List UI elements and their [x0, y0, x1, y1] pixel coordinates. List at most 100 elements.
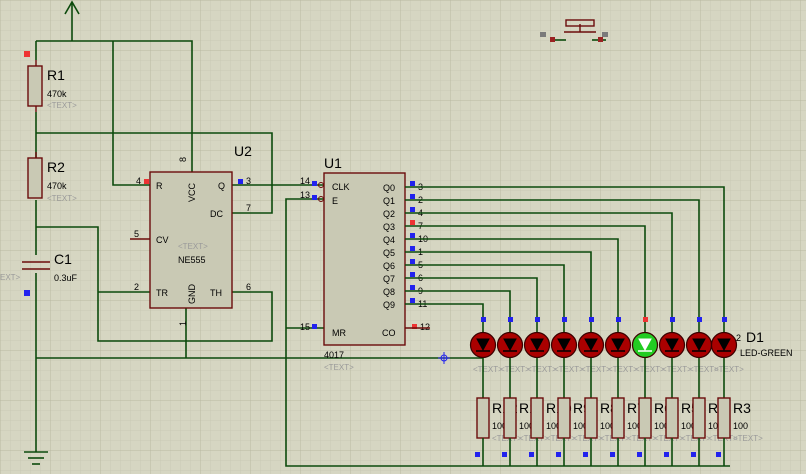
u1-pin-num-13: 13 [300, 190, 310, 200]
u2-pin-vcc: VCC [187, 182, 197, 202]
u2-pin-q: Q [218, 181, 225, 191]
u1-part: 4017 [324, 350, 344, 360]
led-pin-marker [697, 317, 702, 322]
led-segment[interactable]: <TEXT> [469, 331, 504, 375]
led-segment[interactable]: <TEXT> [496, 331, 531, 375]
r2-ref: R2 [47, 159, 65, 175]
led-text: <TEXT> [608, 365, 638, 374]
u1-output-label: Q0 [383, 183, 395, 193]
ic-u2-ne555[interactable]: U2 <TEXT> NE555 R Q DC CV TR TH VCC GND … [134, 143, 252, 326]
resistor-pin-marker [691, 452, 696, 457]
u1-output-pin-marker [410, 181, 415, 186]
resistor-pin-marker [556, 452, 561, 457]
u2-pin-tr: TR [156, 288, 168, 298]
u1-pin-num-15: 15 [300, 322, 310, 332]
resistor-ref: R3 [733, 400, 751, 416]
u1-output-label: Q2 [383, 209, 395, 219]
u1-output-label: Q3 [383, 222, 395, 232]
resistor-r2[interactable]: R2 470k <TEXT> [27, 152, 77, 203]
resistor-pin-marker [716, 452, 721, 457]
u1-output-pin-marker [410, 298, 415, 303]
u2-part: NE555 [178, 255, 206, 265]
led-segment[interactable]: <TEXT> [710, 331, 745, 375]
u1-text: <TEXT> [324, 363, 354, 372]
u2-pin-cv: CV [156, 235, 169, 245]
c1-ref: C1 [54, 251, 72, 267]
resistor-pin-marker [637, 452, 642, 457]
r2-value: 470k [47, 181, 67, 191]
power-terminal[interactable] [64, 0, 80, 41]
u1-output-pin-marker [410, 194, 415, 199]
u1-output-label: Q5 [383, 248, 395, 258]
resistor-value: 100 [546, 421, 561, 431]
resistor-pin-marker [664, 452, 669, 457]
u2-pin-num-3: 3 [246, 176, 251, 186]
u2-pin-th: TH [210, 288, 222, 298]
output-bus-wires [405, 186, 725, 345]
u1-output-label: Q9 [383, 300, 395, 310]
resistor-value: 100 [519, 421, 534, 431]
led-pin-marker [616, 317, 621, 322]
bus-wire [405, 238, 619, 345]
u1-output-label: Q6 [383, 261, 395, 271]
u2-pin-num-5: 5 [134, 229, 139, 239]
led-text: <TEXT> [635, 365, 665, 374]
u2-pin-num-6: 6 [246, 282, 251, 292]
led-segment[interactable]: <TEXT> [550, 331, 585, 375]
resistor-r1[interactable]: R1 470k <TEXT> [24, 51, 77, 112]
resistor-pin-marker [475, 452, 480, 457]
u1-output-label: Q8 [383, 287, 395, 297]
led-segment[interactable]: <TEXT> [577, 331, 612, 375]
u2-ref: U2 [234, 143, 252, 159]
led-text: <TEXT> [662, 365, 692, 374]
resistor-value: 100 [708, 421, 723, 431]
u1-output-pin-marker [410, 233, 415, 238]
u1-pin-co: CO [382, 328, 396, 338]
u2-pin-gnd: GND [187, 284, 197, 305]
led-text: <TEXT> [473, 365, 503, 374]
resistor-value: 100 [492, 421, 507, 431]
led-segment[interactable]: <TEXT> [658, 331, 693, 375]
resistor-pin-marker [610, 452, 615, 457]
resistor-value: 100 [573, 421, 588, 431]
led-text: <TEXT> [714, 365, 744, 374]
bus-wire [405, 290, 511, 345]
led-text: <TEXT> [581, 365, 611, 374]
led-pin-marker [722, 317, 727, 322]
push-button-switch[interactable] [540, 19, 608, 42]
resistor-value: 100 [627, 421, 642, 431]
led-pin-marker [481, 317, 486, 322]
c1-text: EXT> [0, 273, 21, 282]
u1-output-label: Q1 [383, 196, 395, 206]
d1-partial-ref: 2 [736, 333, 741, 343]
led-bar-d1[interactable]: <TEXT><TEXT><TEXT><TEXT><TEXT><TEXT><TEX… [469, 317, 745, 398]
u1-output-pin-marker [410, 272, 415, 277]
led-text: <TEXT> [527, 365, 557, 374]
bus-wire [405, 225, 646, 345]
capacitor-c1[interactable]: C1 0.3uF EXT> [0, 251, 78, 296]
u1-pin-num-14: 14 [300, 176, 310, 186]
d1-ref: D1 [746, 329, 764, 345]
led-segment[interactable]: <TEXT> [631, 331, 666, 375]
ground-symbol[interactable] [24, 358, 48, 465]
resistor-array[interactable]: R12100<TEXT>R11100<TEXT>R10100<TEXT>R910… [475, 397, 763, 466]
led-pin-marker [670, 317, 675, 322]
led-pin-marker [562, 317, 567, 322]
ic-u1-4017[interactable]: U1 4017 <TEXT> CLK E MR CO 14 13 15 12 Q… [300, 155, 430, 372]
u2-pin-num-2: 2 [134, 282, 139, 292]
led-segment[interactable]: <TEXT> [604, 331, 639, 375]
led-pin-marker [535, 317, 540, 322]
u2-pin-num-8: 8 [178, 157, 188, 162]
u1-output-pin-marker [410, 220, 415, 225]
led-text: <TEXT> [554, 365, 584, 374]
u2-text: <TEXT> [178, 242, 208, 251]
wires [35, 40, 730, 467]
led-text: <TEXT> [689, 365, 719, 374]
u1-pin-mr: MR [332, 328, 346, 338]
led-segment[interactable]: <TEXT> [523, 331, 558, 375]
led-pin-marker [589, 317, 594, 322]
bus-wire [405, 251, 592, 345]
bus-wire [405, 277, 538, 345]
